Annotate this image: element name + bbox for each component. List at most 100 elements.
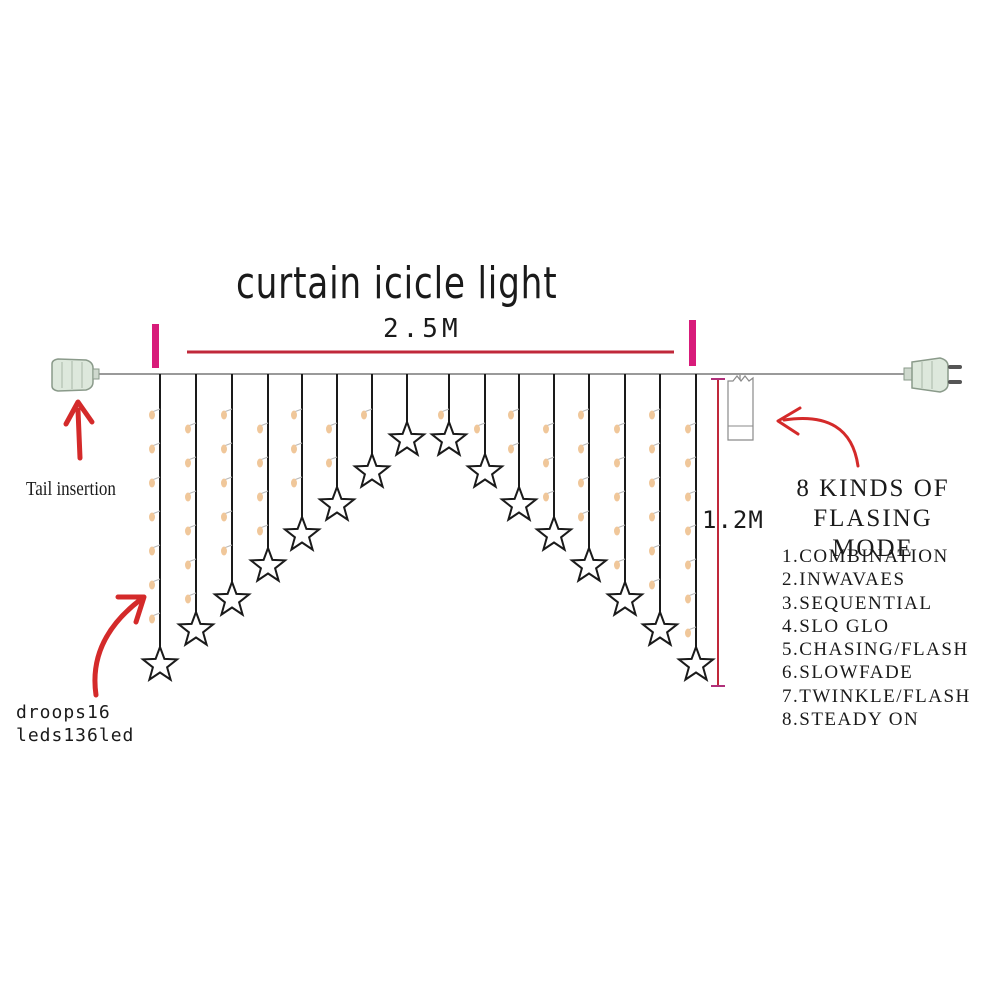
led-bulb-icon <box>685 492 691 502</box>
star-icon <box>465 451 505 489</box>
width-label: 2.5M <box>383 314 462 344</box>
star-icon <box>140 644 180 682</box>
led-bulb-icon <box>149 614 155 624</box>
led-bulb-icon <box>185 424 191 434</box>
led-bulb-icon <box>149 512 155 522</box>
led-bulb-icon <box>614 560 620 570</box>
led-bulb-icon <box>614 492 620 502</box>
star-icon <box>212 579 252 617</box>
tail-plug-icon <box>51 358 100 392</box>
led-bulb-icon <box>257 458 263 468</box>
led-bulb-icon <box>543 458 549 468</box>
led-bulb-icon <box>221 512 227 522</box>
droops-label: droops16 <box>16 702 111 723</box>
flashing-modes-list: 1.COMBINATION 2.INWAVAES 3.SEQUENTIAL 4.… <box>782 545 971 731</box>
led-bulb-icon <box>543 492 549 502</box>
modes-arrow-icon <box>776 406 860 468</box>
mode-item: 4.SLO GLO <box>782 615 890 637</box>
led-bulb-icon <box>649 580 655 590</box>
star-ornaments <box>140 419 716 682</box>
led-bulb-icon <box>685 628 691 638</box>
star-icon <box>429 419 469 457</box>
droops-arrow-icon <box>92 594 147 698</box>
led-bulb-icon <box>685 594 691 604</box>
led-bulb-icon <box>474 424 480 434</box>
led-bulb-icon <box>221 444 227 454</box>
led-bulb-icon <box>578 410 584 420</box>
star-icon <box>676 644 716 682</box>
star-icon <box>248 545 288 583</box>
led-bulb-icon <box>508 444 514 454</box>
led-bulb-icon <box>543 424 549 434</box>
star-icon <box>640 609 680 647</box>
led-bulb-icon <box>185 526 191 536</box>
width-marker-left <box>152 324 159 368</box>
led-bulb-icon <box>685 526 691 536</box>
led-bulb-icon <box>649 478 655 488</box>
led-bulb-icon <box>291 478 297 488</box>
led-bulb-icon <box>149 410 155 420</box>
star-icon <box>499 484 539 522</box>
star-icon <box>352 451 392 489</box>
led-bulb-icon <box>149 580 155 590</box>
star-icon <box>387 419 427 457</box>
led-bulbs <box>149 408 697 638</box>
height-label: 1.2M <box>702 506 764 534</box>
led-bulb-icon <box>257 526 263 536</box>
mode-item: 3.SEQUENTIAL <box>782 592 933 614</box>
star-icon <box>569 545 609 583</box>
led-bulb-icon <box>185 492 191 502</box>
led-bulb-icon <box>649 512 655 522</box>
led-bulb-icon <box>185 458 191 468</box>
led-bulb-icon <box>221 410 227 420</box>
star-icon <box>534 514 574 552</box>
controller-icon <box>727 374 754 441</box>
led-bulb-icon <box>614 458 620 468</box>
led-bulb-icon <box>438 410 444 420</box>
star-icon <box>605 579 645 617</box>
led-bulb-icon <box>221 546 227 556</box>
tail-arrow-icon <box>63 399 95 461</box>
led-bulb-icon <box>649 444 655 454</box>
mode-item: 1.COMBINATION <box>782 546 949 567</box>
led-bulb-icon <box>614 424 620 434</box>
led-bulb-icon <box>508 410 514 420</box>
led-bulb-icon <box>185 560 191 570</box>
led-bulb-icon <box>291 410 297 420</box>
led-bulb-icon <box>326 424 332 434</box>
tail-insertion-label: Tail insertion <box>26 478 116 500</box>
page-title: curtain icicle light <box>236 258 558 309</box>
width-marker-right <box>689 320 696 366</box>
led-bulb-icon <box>185 594 191 604</box>
led-bulb-icon <box>649 546 655 556</box>
power-plug-icon <box>903 357 962 393</box>
flashing-modes-title: 8 KINDS OF FLASING MODE <box>796 475 950 562</box>
led-bulb-icon <box>578 478 584 488</box>
star-icon <box>317 484 357 522</box>
mode-item: 5.CHASING/FLASH <box>782 639 969 661</box>
led-bulb-icon <box>149 444 155 454</box>
led-bulb-icon <box>685 458 691 468</box>
led-bulb-icon <box>649 410 655 420</box>
led-bulb-icon <box>221 478 227 488</box>
led-bulb-icon <box>257 424 263 434</box>
led-bulb-icon <box>578 512 584 522</box>
led-bulb-icon <box>149 478 155 488</box>
mode-item: 8.STEADY ON <box>782 709 920 731</box>
led-bulb-icon <box>257 492 263 502</box>
leds-label: leds136led <box>16 725 135 746</box>
mode-item: 2.INWAVAES <box>782 569 906 591</box>
mode-item: 6.SLOWFADE <box>782 662 914 684</box>
star-icon <box>282 514 322 552</box>
led-bulb-icon <box>149 546 155 556</box>
droop-strands <box>159 374 697 649</box>
led-bulb-icon <box>291 444 297 454</box>
star-icon <box>176 609 216 647</box>
led-bulb-icon <box>685 424 691 434</box>
mode-item: 7.TWINKLE/FLASH <box>782 685 971 707</box>
led-bulb-icon <box>326 458 332 468</box>
led-bulb-icon <box>614 526 620 536</box>
led-bulb-icon <box>361 410 367 420</box>
led-bulb-icon <box>578 444 584 454</box>
